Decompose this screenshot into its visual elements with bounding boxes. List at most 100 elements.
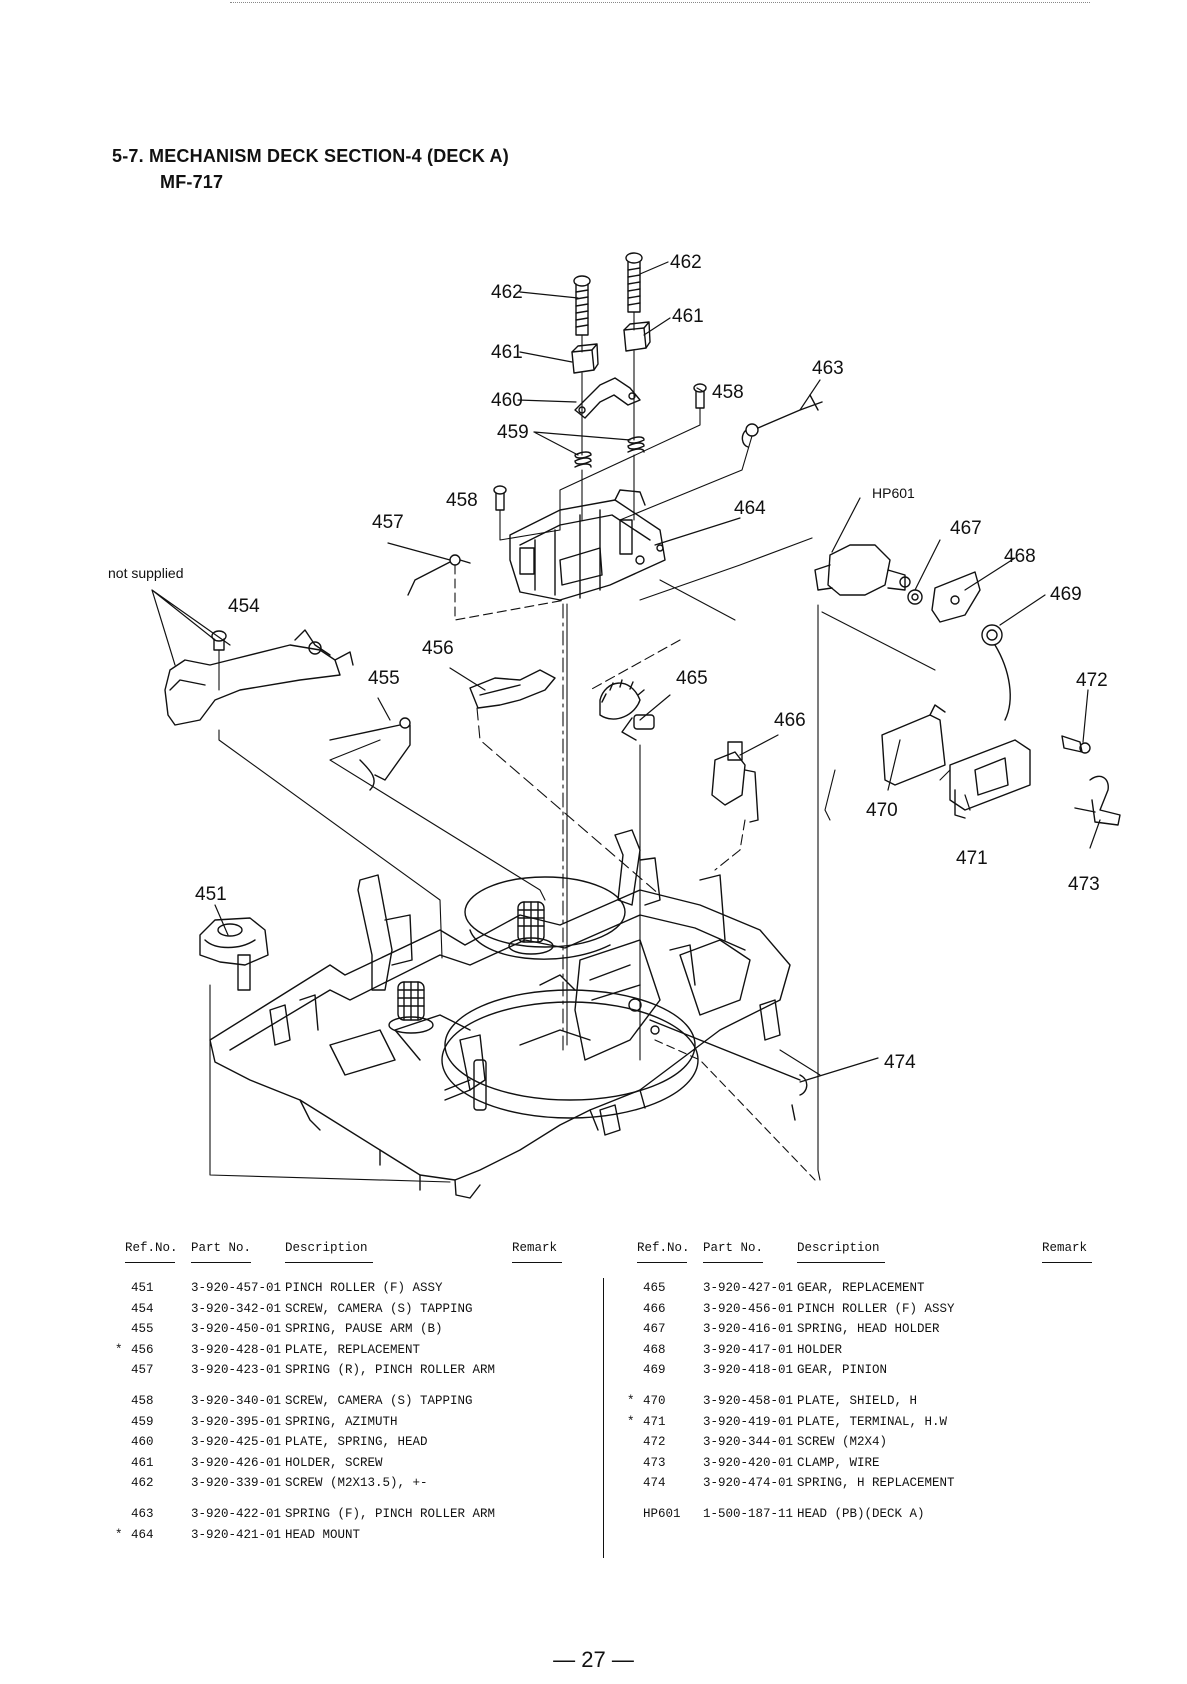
part-number: 3-920-340-01 [191, 1393, 282, 1408]
label-466: 466 [774, 710, 806, 731]
ref-number: 464 [131, 1527, 154, 1542]
part-description: SPRING (F), PINCH ROLLER ARM [285, 1506, 496, 1521]
ref-number: 463 [131, 1506, 154, 1521]
spring-463 [741, 394, 823, 448]
label-not-supplied: not supplied [108, 565, 184, 581]
label-464: 464 [734, 498, 766, 519]
parts-table-left: Ref.No. Part No. Description Remark 451 3… [115, 1238, 565, 1546]
ref-number: 467 [643, 1322, 666, 1337]
clamp-wire-473 [1074, 775, 1121, 826]
ref-number: 466 [643, 1301, 666, 1316]
part-number: 3-920-418-01 [703, 1363, 794, 1378]
part-number: 3-920-457-01 [191, 1281, 282, 1295]
ref-number: 451 [131, 1281, 154, 1295]
part-number: 3-920-426-01 [191, 1455, 282, 1470]
part-number: 3-920-342-01 [191, 1301, 282, 1316]
page-number: — 27 — [553, 1647, 634, 1672]
label-hp601: HP601 [872, 485, 915, 501]
part-number: 1-500-187-11 [703, 1506, 794, 1521]
gear-replacement-465 [599, 679, 655, 741]
part-number: 3-920-450-01 [191, 1322, 282, 1337]
label-458: 458 [712, 382, 744, 403]
ref-number: 468 [643, 1342, 666, 1357]
ref-number: 459 [131, 1414, 154, 1429]
part-number: 3-920-456-01 [703, 1301, 794, 1316]
page-title: 5-7. MECHANISM DECK SECTION-4 (DECK A) M… [112, 143, 509, 195]
ref-number: 465 [643, 1281, 666, 1295]
header-description: Description [285, 1241, 368, 1255]
top-edge-line [230, 2, 1090, 3]
ref-number: 461 [131, 1455, 154, 1470]
holder-468 [931, 571, 981, 623]
part-number: 3-920-417-01 [703, 1342, 794, 1357]
plate-spring-head-460 [574, 377, 641, 419]
ref-number: HP601 [643, 1506, 681, 1521]
ref-number: 472 [643, 1435, 666, 1450]
part-description: GEAR, PINION [797, 1363, 888, 1378]
label-472: 472 [1076, 670, 1108, 691]
table-header: Ref.No. Part No. Description Remark [125, 1238, 565, 1268]
gear-pinion-469 [981, 624, 1011, 721]
chassis-brackets [269, 829, 781, 1136]
header-remark: Remark [512, 1241, 558, 1255]
part-number: 3-920-395-01 [191, 1414, 282, 1429]
part-description: SCREW, CAMERA (S) TAPPING [285, 1301, 473, 1316]
header-part-no: Part No. [191, 1241, 252, 1255]
part-description: PINCH ROLLER (F) ASSY [285, 1281, 443, 1295]
label-471: 471 [956, 848, 988, 869]
part-number: 3-920-422-01 [191, 1506, 282, 1521]
label-460: 460 [491, 390, 523, 411]
table-divider [603, 1278, 604, 1558]
part-description: HOLDER, SCREW [285, 1455, 383, 1470]
section-title: 5-7. MECHANISM DECK SECTION-4 (DECK A) [112, 146, 509, 166]
part-number: 3-920-420-01 [703, 1455, 794, 1470]
part-description: HOLDER [797, 1342, 843, 1357]
label-462: 462 [670, 252, 702, 273]
label-459: 459 [497, 422, 529, 443]
part-number: 3-920-458-01 [703, 1393, 794, 1408]
part-description: PINCH ROLLER (F) ASSY [797, 1301, 955, 1316]
head-hp601 [814, 544, 911, 596]
holder-screw-461-left [571, 343, 599, 374]
label-468: 468 [1004, 546, 1036, 567]
spring-pause-arm-455 [329, 717, 411, 791]
part-number: 3-920-423-01 [191, 1363, 282, 1378]
part-number: 3-920-425-01 [191, 1435, 282, 1450]
callout-leader-lines [151, 261, 1101, 1083]
screw-472 [1061, 735, 1091, 754]
part-description: PLATE, REPLACEMENT [285, 1342, 421, 1357]
part-description: SPRING (R), PINCH ROLLER ARM [285, 1363, 496, 1378]
part-description: HEAD (PB)(DECK A) [797, 1506, 925, 1521]
part-number: 3-920-428-01 [191, 1342, 282, 1357]
holder-screw-461-right [623, 321, 651, 352]
header-ref-no: Ref.No. [637, 1241, 690, 1255]
screw-462-right [625, 252, 643, 313]
callout-labels: 462 462 461 461 460 459 458 458 463 464 … [108, 252, 1108, 1073]
ref-number: 474 [643, 1476, 666, 1491]
label-469: 469 [1050, 584, 1082, 605]
label-455: 455 [368, 668, 400, 689]
part-description: SPRING, AZIMUTH [285, 1414, 398, 1429]
reel-hub-right [508, 901, 554, 955]
label-474: 474 [884, 1052, 916, 1073]
ref-number: 455 [131, 1322, 154, 1337]
ref-number: 458 [131, 1393, 154, 1408]
ref-number: 457 [131, 1363, 154, 1378]
remark-mark: * [115, 1342, 123, 1357]
header-ref-no: Ref.No. [125, 1241, 178, 1255]
pinch-roller-466 [711, 741, 759, 823]
spring-head-holder-467 [907, 589, 923, 605]
spring-474 [649, 1019, 808, 1121]
